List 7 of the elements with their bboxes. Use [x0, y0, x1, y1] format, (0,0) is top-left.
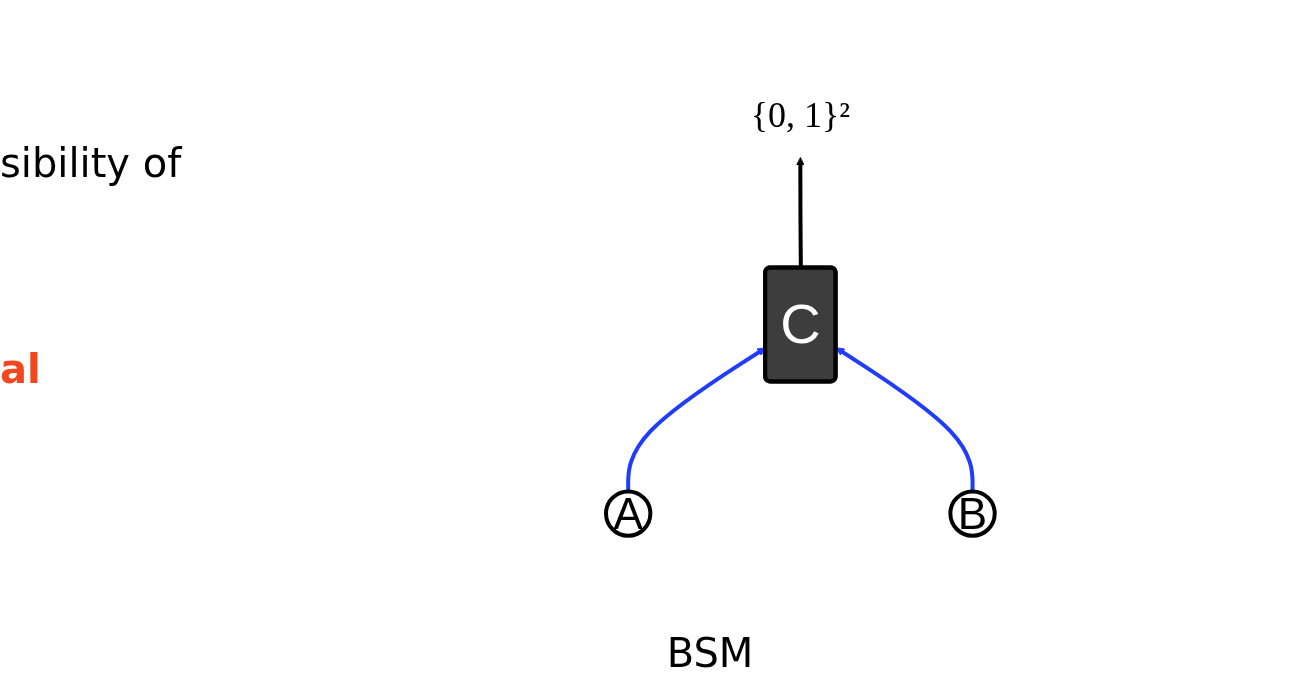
node-circle: A — [603, 489, 652, 538]
text-fragment: sibility of — [0, 140, 183, 186]
node-caption: BSM — [665, 630, 755, 676]
node-circle: B — [948, 489, 997, 538]
node-text: {0, 1}² — [750, 95, 850, 136]
text-fragment: al — [0, 346, 42, 392]
arrow — [795, 157, 805, 268]
